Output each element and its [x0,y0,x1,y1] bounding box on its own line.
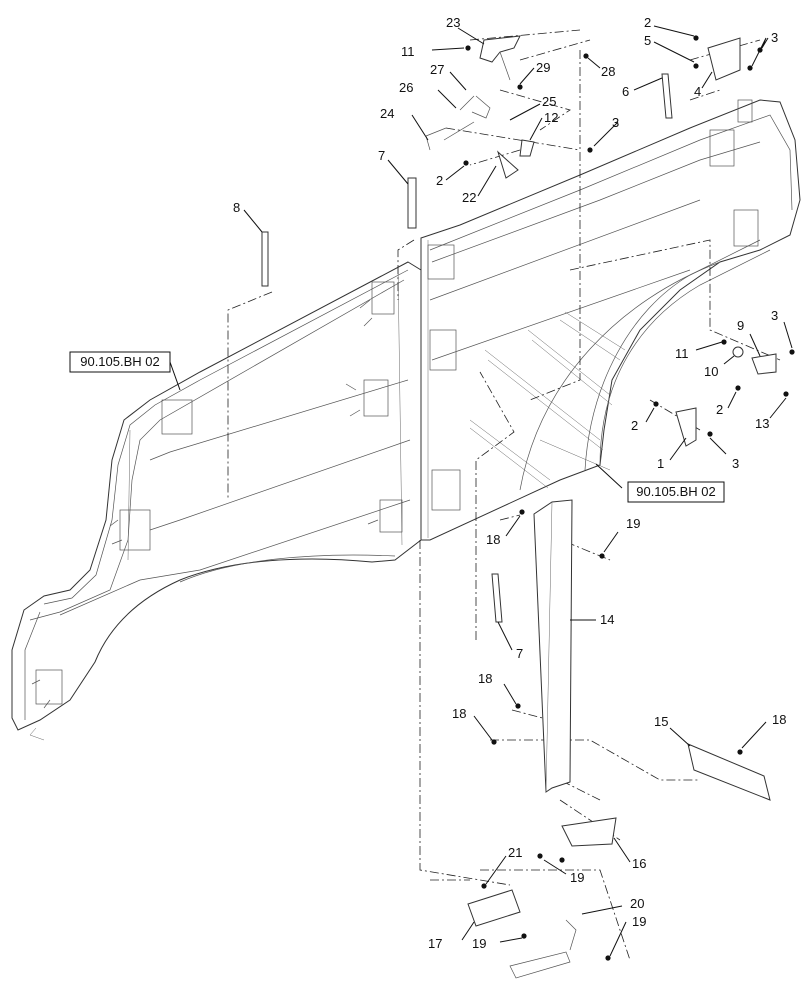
callout-3: 3 [732,456,739,471]
callout-28: 28 [601,64,615,79]
callout-7: 7 [378,148,385,163]
callout-16: 16 [632,856,646,871]
callout-8: 8 [233,200,240,215]
callout-18: 18 [478,671,492,686]
callout-18: 18 [772,712,786,727]
callout-23: 23 [446,15,460,30]
reference-box-top[interactable]: 90.105.BH 02 [69,351,171,373]
callout-11: 11 [401,44,415,59]
callout-19: 19 [570,870,584,885]
callout-12: 12 [544,110,558,125]
reference-label: 90.105.BH 02 [80,354,160,369]
callout-14: 14 [600,612,614,627]
callout-18: 18 [452,706,466,721]
callout-19: 19 [626,516,640,531]
callout-1: 1 [657,456,664,471]
callout-15: 15 [654,714,668,729]
callout-17: 17 [428,936,442,951]
callout-13: 13 [755,416,769,431]
leader-lines [169,25,793,957]
callout-24: 24 [380,106,394,121]
callout-3: 3 [771,308,778,323]
callout-3: 3 [771,30,778,45]
callout-2: 2 [631,418,638,433]
callout-26: 26 [399,80,413,95]
callout-18: 18 [486,532,500,547]
fasteners [463,35,795,961]
callout-21: 21 [508,845,522,860]
left-fender-panel [11,261,422,741]
callout-3: 3 [612,115,619,130]
callouts: 23 11 27 26 24 25 12 29 28 3 2 22 7 8 2 … [233,15,786,951]
callout-9: 9 [737,318,744,333]
reference-box-right[interactable]: 90.105.BH 02 [627,481,725,503]
callout-25: 25 [542,94,556,109]
right-fender-panel [420,99,801,541]
callout-11: 11 [675,346,689,361]
callout-10: 10 [704,364,718,379]
reference-label: 90.105.BH 02 [636,484,716,499]
callout-5: 5 [644,33,651,48]
callout-2: 2 [716,402,723,417]
callout-7: 7 [516,646,523,661]
callout-19: 19 [472,936,486,951]
callout-27: 27 [430,62,444,77]
callout-22: 22 [462,190,476,205]
callout-2: 2 [644,15,651,30]
callout-4: 4 [694,84,701,99]
callout-29: 29 [536,60,550,75]
callout-6: 6 [622,84,629,99]
callout-20: 20 [630,896,644,911]
small-parts [261,35,777,979]
callout-19: 19 [632,914,646,929]
callout-2: 2 [436,173,443,188]
